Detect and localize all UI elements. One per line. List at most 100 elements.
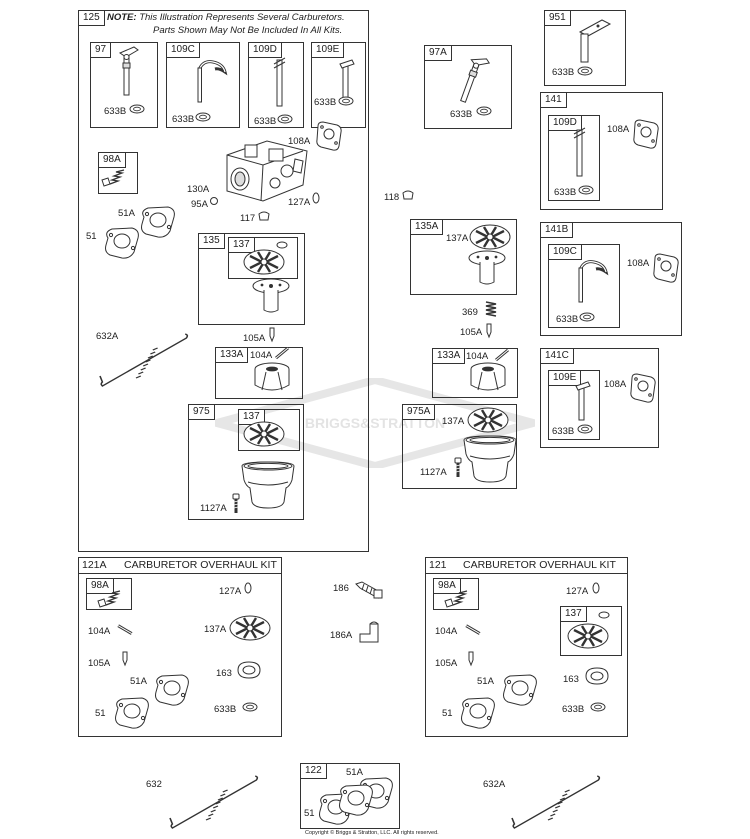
screw-1127A-icon (453, 456, 463, 479)
gasket-108A-icon (630, 373, 656, 403)
label-105A: 105A (460, 327, 483, 338)
screw-95A-icon (210, 197, 218, 205)
label-51A: 51A (346, 767, 363, 778)
screw-1127A-icon (231, 492, 241, 515)
box-125: 125 (78, 10, 369, 552)
needle-105A-icon (269, 327, 275, 342)
seal-icon (577, 66, 593, 76)
needle-105A-icon (486, 323, 492, 338)
box-133A-right: 133A (432, 348, 518, 398)
box-975: 975 (188, 404, 304, 520)
label-108A: 108A (288, 136, 311, 147)
choke-shaft-951-icon (578, 19, 612, 63)
gasket-163-icon (237, 661, 261, 679)
label-105A: 105A (435, 658, 458, 669)
label-163: 163 (216, 668, 232, 679)
note-line-1: NOTE: This Illustration Represents Sever… (107, 12, 345, 23)
diaphragm-137-icon (242, 248, 286, 276)
carburetor-body-icon (226, 140, 308, 202)
label-632: 632 (146, 779, 162, 790)
label-108A: 108A (604, 379, 627, 390)
spring-369-icon (485, 301, 497, 317)
box-141C: 141C (540, 348, 659, 448)
governor-link-632A-icon (511, 775, 601, 829)
choke-shaft-icon (273, 57, 286, 107)
pin-104A-icon (464, 620, 482, 639)
gasket-163-icon (585, 667, 609, 685)
needle-105A-icon (468, 651, 474, 666)
label-137A: 137A (446, 233, 469, 244)
label-163: 163 (563, 674, 579, 685)
seal-icon (338, 96, 354, 106)
label-130A: 130A (187, 184, 210, 195)
diaphragm-137A-icon (466, 406, 510, 434)
choke-shaft-icon (573, 127, 586, 177)
idle-screw-spring-icon (97, 590, 121, 608)
label-51: 51 (86, 231, 97, 242)
label-369: 369 (462, 307, 478, 318)
box-137: 137 (228, 237, 298, 279)
label-633B: 633B (562, 704, 585, 715)
idle-screw-spring-icon (444, 590, 468, 608)
governor-link-632-icon (169, 775, 259, 829)
choke-lever-icon (196, 60, 227, 104)
oring-127A-icon (244, 582, 252, 594)
label-186: 186 (333, 583, 349, 594)
fuel-pump-cover-icon (468, 250, 506, 285)
gasket-51-icon (105, 227, 139, 259)
box-98A: 98A (98, 152, 138, 194)
box-97A: 97A (424, 45, 512, 129)
plug-117-icon (258, 211, 270, 221)
box-109E-141C: 109E (548, 370, 600, 440)
diaphragm-137-icon (242, 420, 286, 448)
label-104A: 104A (435, 626, 458, 637)
box-98A-kit121: 98A (433, 578, 479, 610)
diaphragm-137A-icon (228, 614, 272, 642)
label-127A: 127A (288, 197, 311, 208)
label-137A: 137A (442, 416, 465, 427)
seal-icon (577, 424, 593, 434)
box-137-kit121: 137 (560, 606, 622, 656)
fuel-bowl-icon (463, 435, 517, 483)
fitting-186-icon (355, 581, 383, 599)
label-127A: 127A (219, 586, 242, 597)
box-975A: 975A (402, 404, 517, 489)
gasket-108A-icon (653, 253, 679, 283)
box-135: 135 (198, 233, 305, 325)
label-633B: 633B (254, 116, 277, 127)
label-1127A: 1127A (420, 467, 447, 478)
float-icon (470, 362, 506, 391)
oring-small-icon (598, 611, 610, 619)
seal-icon (590, 702, 606, 712)
copyright-text: Copyright © Briggs & Stratton, LLC. All … (305, 830, 439, 836)
label-104A: 104A (466, 351, 489, 362)
label-633B: 633B (214, 704, 237, 715)
label-633B: 633B (552, 67, 575, 78)
label-137A: 137A (204, 624, 227, 635)
oring-127A-icon (312, 192, 320, 204)
box-109D: 109D (248, 42, 304, 128)
label-1127A: 1127A (200, 503, 227, 514)
label-104A: 104A (250, 350, 273, 361)
note-line-2: Parts Shown May Not Be Included In All K… (153, 25, 343, 36)
label-51: 51 (442, 708, 453, 719)
label-51A: 51A (130, 676, 147, 687)
box-109C-141B: 109C (548, 244, 620, 328)
box-109C: 109C (166, 42, 240, 128)
fuel-bowl-icon (241, 461, 295, 509)
choke-shaft-icon (575, 381, 591, 421)
gasket-51A-icon (155, 674, 189, 706)
label-632A: 632A (96, 331, 119, 342)
label-633B: 633B (552, 426, 575, 437)
label-105A: 105A (243, 333, 266, 344)
seal-icon (476, 106, 492, 116)
label-186A: 186A (330, 630, 353, 641)
float-icon (254, 362, 290, 391)
label-632A: 632A (483, 779, 506, 790)
label-633B: 633B (450, 109, 473, 120)
label-633B: 633B (104, 106, 127, 117)
gasket-51A-icon (141, 206, 175, 238)
pin-104A-icon (494, 348, 510, 362)
pin-104A-icon (274, 346, 290, 360)
